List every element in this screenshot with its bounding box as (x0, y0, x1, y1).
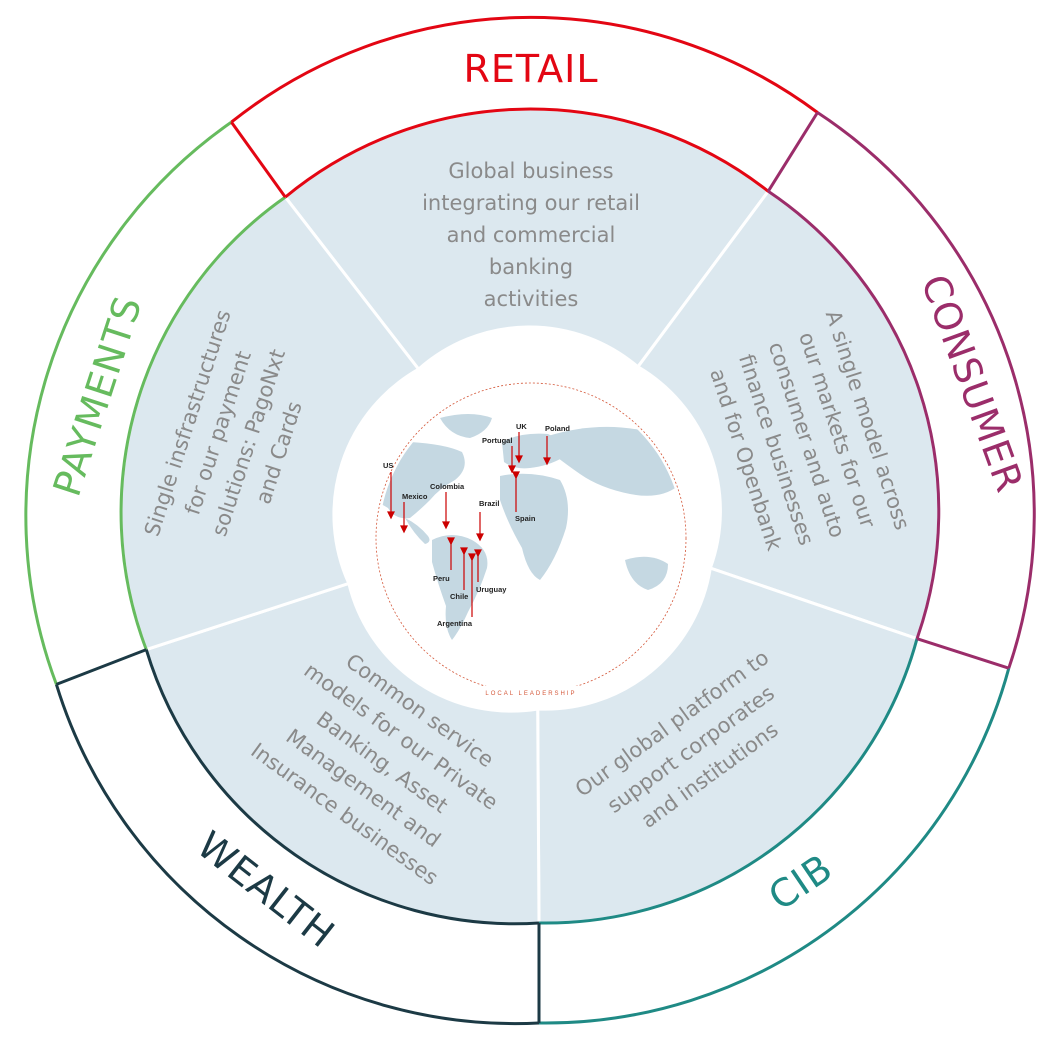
country-label-portugal: Portugal (482, 436, 512, 445)
divider-retail-payments (230, 121, 287, 198)
ring-arc-cib (538, 667, 1011, 1025)
inner-arc-consumer (767, 190, 941, 640)
local-leadership-ring (375, 382, 687, 694)
local-leadership-caption: LOCAL LEADERSHIP (485, 691, 576, 697)
country-pins (387, 432, 551, 617)
country-label-argentina: Argentina (437, 619, 473, 628)
country-label-uruguay: Uruguay (476, 585, 507, 594)
country-label-poland: Poland (545, 424, 570, 433)
description-line: Global business (448, 159, 613, 183)
inner-arc-retail (284, 107, 770, 199)
ring-arc-wealth (54, 683, 540, 1026)
inner-panels (119, 107, 941, 926)
divider-consumer-cib (916, 637, 1010, 670)
inner-arc-payments (119, 195, 287, 651)
ring-dividers (55, 111, 1010, 1023)
country-label-uk: UK (516, 422, 527, 431)
description-retail: Global business integrating our retail a… (422, 159, 640, 311)
ring-arc-retail (230, 15, 819, 124)
caption-background (474, 686, 588, 698)
country-label-colombia: Colombia (430, 482, 465, 491)
description-line: activities (484, 287, 579, 311)
segment-label-cib: CIB (761, 845, 841, 919)
country-label-peru: Peru (433, 574, 450, 583)
country-label-chile: Chile (450, 592, 468, 601)
ring-arc-payments (24, 120, 233, 685)
divider-wealth-payments (55, 648, 147, 686)
country-label-brazil: Brazil (479, 499, 499, 508)
divider-retail-consumer (766, 111, 819, 193)
outer-ring (24, 15, 1036, 1026)
description-line: integrating our retail (422, 191, 640, 215)
country-label-spain: Spain (515, 514, 536, 523)
inner-ring (119, 107, 941, 926)
segment-label-retail: RETAIL (463, 47, 598, 91)
inner-arc-cib (538, 638, 919, 925)
inner-arc-wealth (144, 649, 540, 926)
description-line: banking (489, 255, 573, 279)
center-globe: US Mexico Colombia Brazil Peru Chile Arg… (364, 371, 698, 705)
country-label-mexico: Mexico (402, 492, 428, 501)
country-label-us: US (383, 461, 393, 470)
description-line: and commercial (447, 223, 616, 247)
ring-arc-consumer (816, 111, 1036, 669)
